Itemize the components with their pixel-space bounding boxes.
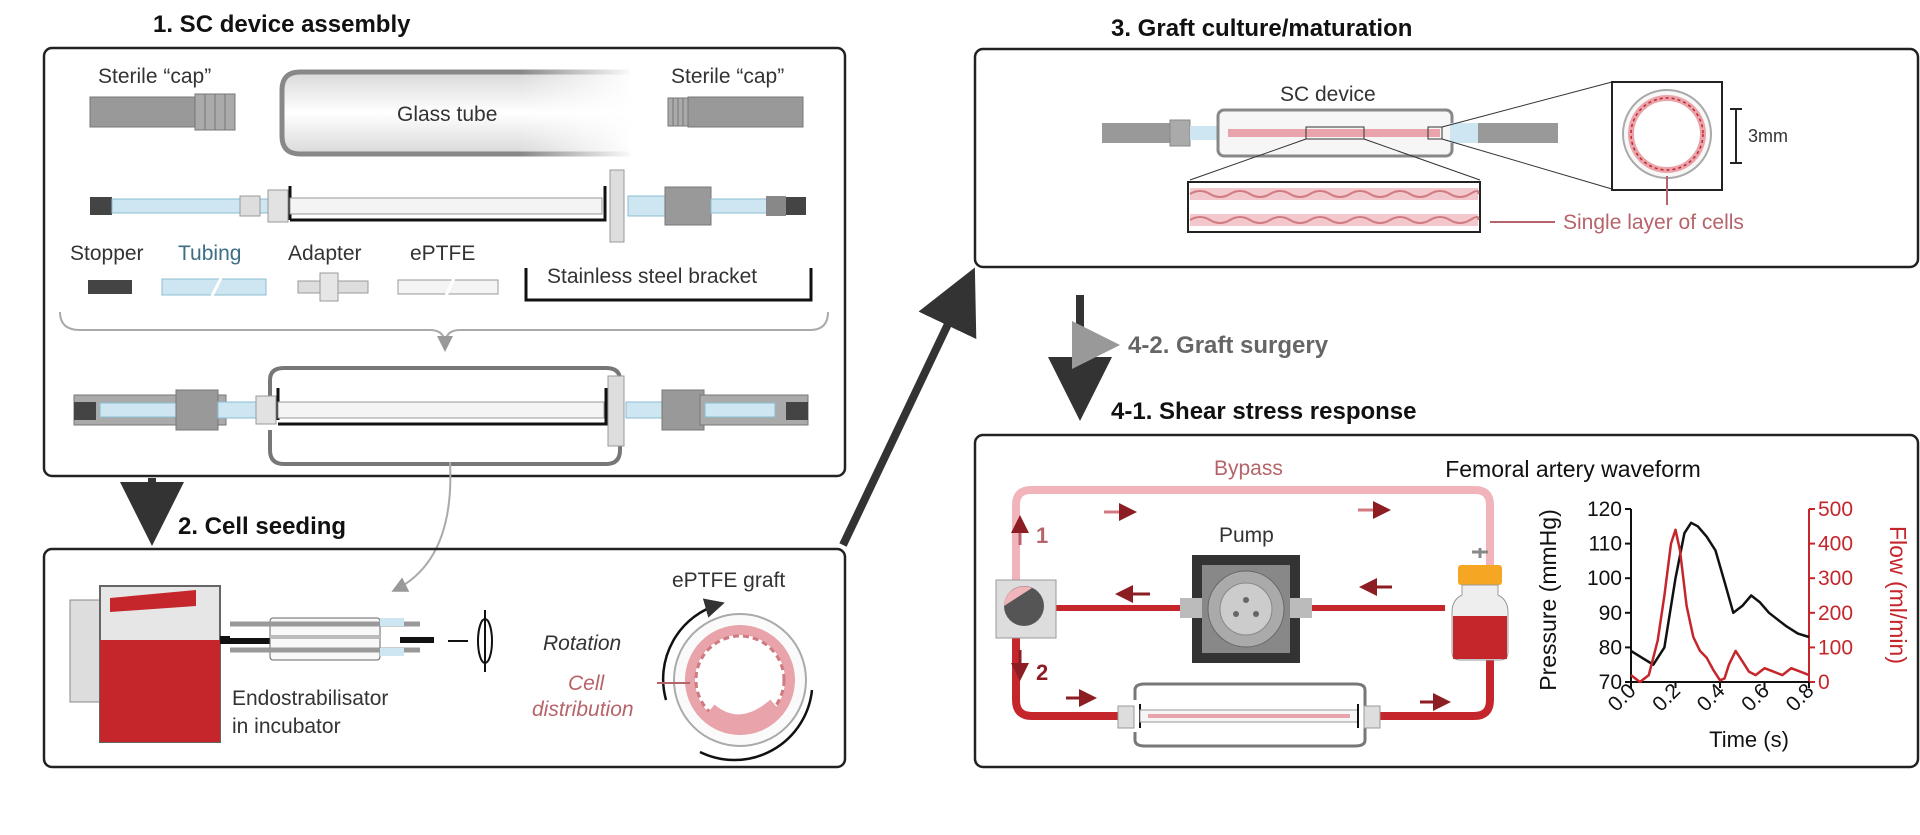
dimension-label: 3mm bbox=[1748, 126, 1788, 146]
sterile-cap-left bbox=[89, 93, 236, 131]
section-1-assembly: 1. SC device assembly Sterile “cap” Ster… bbox=[42, 11, 847, 478]
section-3-panel bbox=[973, 47, 1920, 269]
step-1-label: 1 bbox=[1036, 523, 1048, 548]
chart-ylabel: Pressure (mmHg) bbox=[1535, 509, 1561, 690]
arrow-3-to-4-2 bbox=[1071, 320, 1120, 369]
chart-ytick-label: 100 bbox=[1587, 567, 1622, 590]
section-2-seeding: 2. Cell seeding Endostrabilisator in inc… bbox=[42, 513, 847, 769]
rotation-label: Rotation bbox=[543, 632, 621, 655]
section-1-title: 1. SC device assembly bbox=[153, 11, 411, 38]
reservoir-bottle bbox=[1451, 548, 1509, 661]
sterile-cap-right bbox=[667, 96, 804, 128]
section-4-1-title: 4-1. Shear stress response bbox=[1111, 398, 1417, 425]
chart-xtick-label: 0.6 bbox=[1737, 679, 1774, 716]
sc-device-in-circuit bbox=[1117, 682, 1381, 748]
sc-device-label: SC device bbox=[1280, 83, 1376, 106]
eptfe-graft-label: ePTFE graft bbox=[672, 569, 785, 592]
glass-tube bbox=[279, 68, 635, 160]
bypass-label: Bypass bbox=[1214, 457, 1283, 480]
chart-y2tick-label: 200 bbox=[1818, 602, 1853, 625]
endostabilisator-label-line2: in incubator bbox=[232, 715, 341, 738]
section-4-1-panel bbox=[973, 433, 1920, 769]
eptfe-label: ePTFE bbox=[410, 242, 475, 265]
chart-xtick-label: 0.8 bbox=[1782, 679, 1819, 716]
chart-xtick-label: 0.4 bbox=[1693, 679, 1730, 716]
flow-series-line bbox=[1630, 528, 1810, 684]
sterile-cap-right-label: Sterile “cap” bbox=[671, 65, 784, 88]
assembled-device bbox=[73, 366, 809, 466]
pressure-series-line bbox=[1630, 521, 1810, 666]
section-4-2-title: 4-2. Graft surgery bbox=[1128, 332, 1329, 359]
bypass-line bbox=[1012, 486, 1494, 580]
chart-y2tick-label: 400 bbox=[1818, 533, 1853, 556]
section-3-culture: 3. Graft culture/maturation SC device bbox=[973, 15, 1920, 269]
chart-y2tick-label: 300 bbox=[1818, 567, 1853, 590]
sc-device-culture bbox=[1102, 81, 1613, 190]
endostabilisator-bottle bbox=[69, 585, 230, 743]
stopper-swatch bbox=[88, 280, 132, 294]
chart-y2tick-label: 100 bbox=[1818, 636, 1853, 659]
chart-y2label: Flow (ml/min) bbox=[1885, 526, 1911, 664]
pump-label: Pump bbox=[1219, 524, 1274, 547]
glass-tube-label: Glass tube bbox=[397, 103, 497, 126]
step-2-label: 2 bbox=[1036, 660, 1048, 685]
exploded-assembly bbox=[90, 169, 806, 243]
bracket-label: Stainless steel bracket bbox=[547, 265, 757, 288]
arrow-device-to-seeding bbox=[391, 461, 452, 592]
pump-icon bbox=[1180, 555, 1312, 663]
flow-circuit bbox=[995, 486, 1509, 748]
section-2-panel bbox=[42, 547, 847, 769]
graft-longitudinal-zoom bbox=[1187, 181, 1555, 233]
section-3-title: 3. Graft culture/maturation bbox=[1111, 15, 1412, 42]
arrow-2-to-3 bbox=[839, 267, 977, 547]
chart-xlabel: Time (s) bbox=[1709, 727, 1789, 752]
chart-y2tick-label: 0 bbox=[1818, 671, 1830, 694]
stopper-label: Stopper bbox=[70, 242, 144, 265]
chart-title: Femoral artery waveform bbox=[1445, 456, 1701, 482]
flow-arrows bbox=[1011, 501, 1451, 711]
component-legend bbox=[88, 268, 813, 302]
graft-cross-section-zoom bbox=[1611, 81, 1742, 205]
chart-series bbox=[1630, 521, 1810, 684]
adapter-label: Adapter bbox=[288, 242, 362, 265]
single-layer-label: Single layer of cells bbox=[1563, 211, 1744, 234]
chart-xtick-label: 0.2 bbox=[1648, 679, 1685, 716]
chart-ytick-label: 80 bbox=[1599, 636, 1622, 659]
cell-distribution-label-line1: Cell bbox=[568, 672, 606, 695]
endostabilisator-label-line1: Endostrabilisator bbox=[232, 687, 388, 710]
eptfe-graft-cross-section bbox=[657, 598, 814, 762]
tubing-label: Tubing bbox=[178, 242, 241, 265]
chart-ytick-label: 90 bbox=[1599, 602, 1622, 625]
section-2-title: 2. Cell seeding bbox=[178, 513, 346, 540]
sterile-cap-left-label: Sterile “cap” bbox=[98, 65, 211, 88]
chart-y2tick-label: 500 bbox=[1818, 498, 1853, 521]
chart-ytick-label: 110 bbox=[1589, 533, 1622, 556]
chart-ytick-label: 120 bbox=[1587, 498, 1622, 521]
chart-ytick-label: 70 bbox=[1599, 671, 1622, 694]
bracket-swatch bbox=[524, 268, 813, 302]
section-1-panel bbox=[42, 46, 847, 478]
section-4-1-shear: 4-1. Shear stress response bbox=[973, 398, 1920, 769]
rotating-devices bbox=[225, 610, 493, 672]
cell-distribution-label-line2: distribution bbox=[532, 698, 634, 721]
femoral-waveform-chart: Femoral artery waveform 70 80 90 100 110 120 0… bbox=[1445, 456, 1911, 752]
